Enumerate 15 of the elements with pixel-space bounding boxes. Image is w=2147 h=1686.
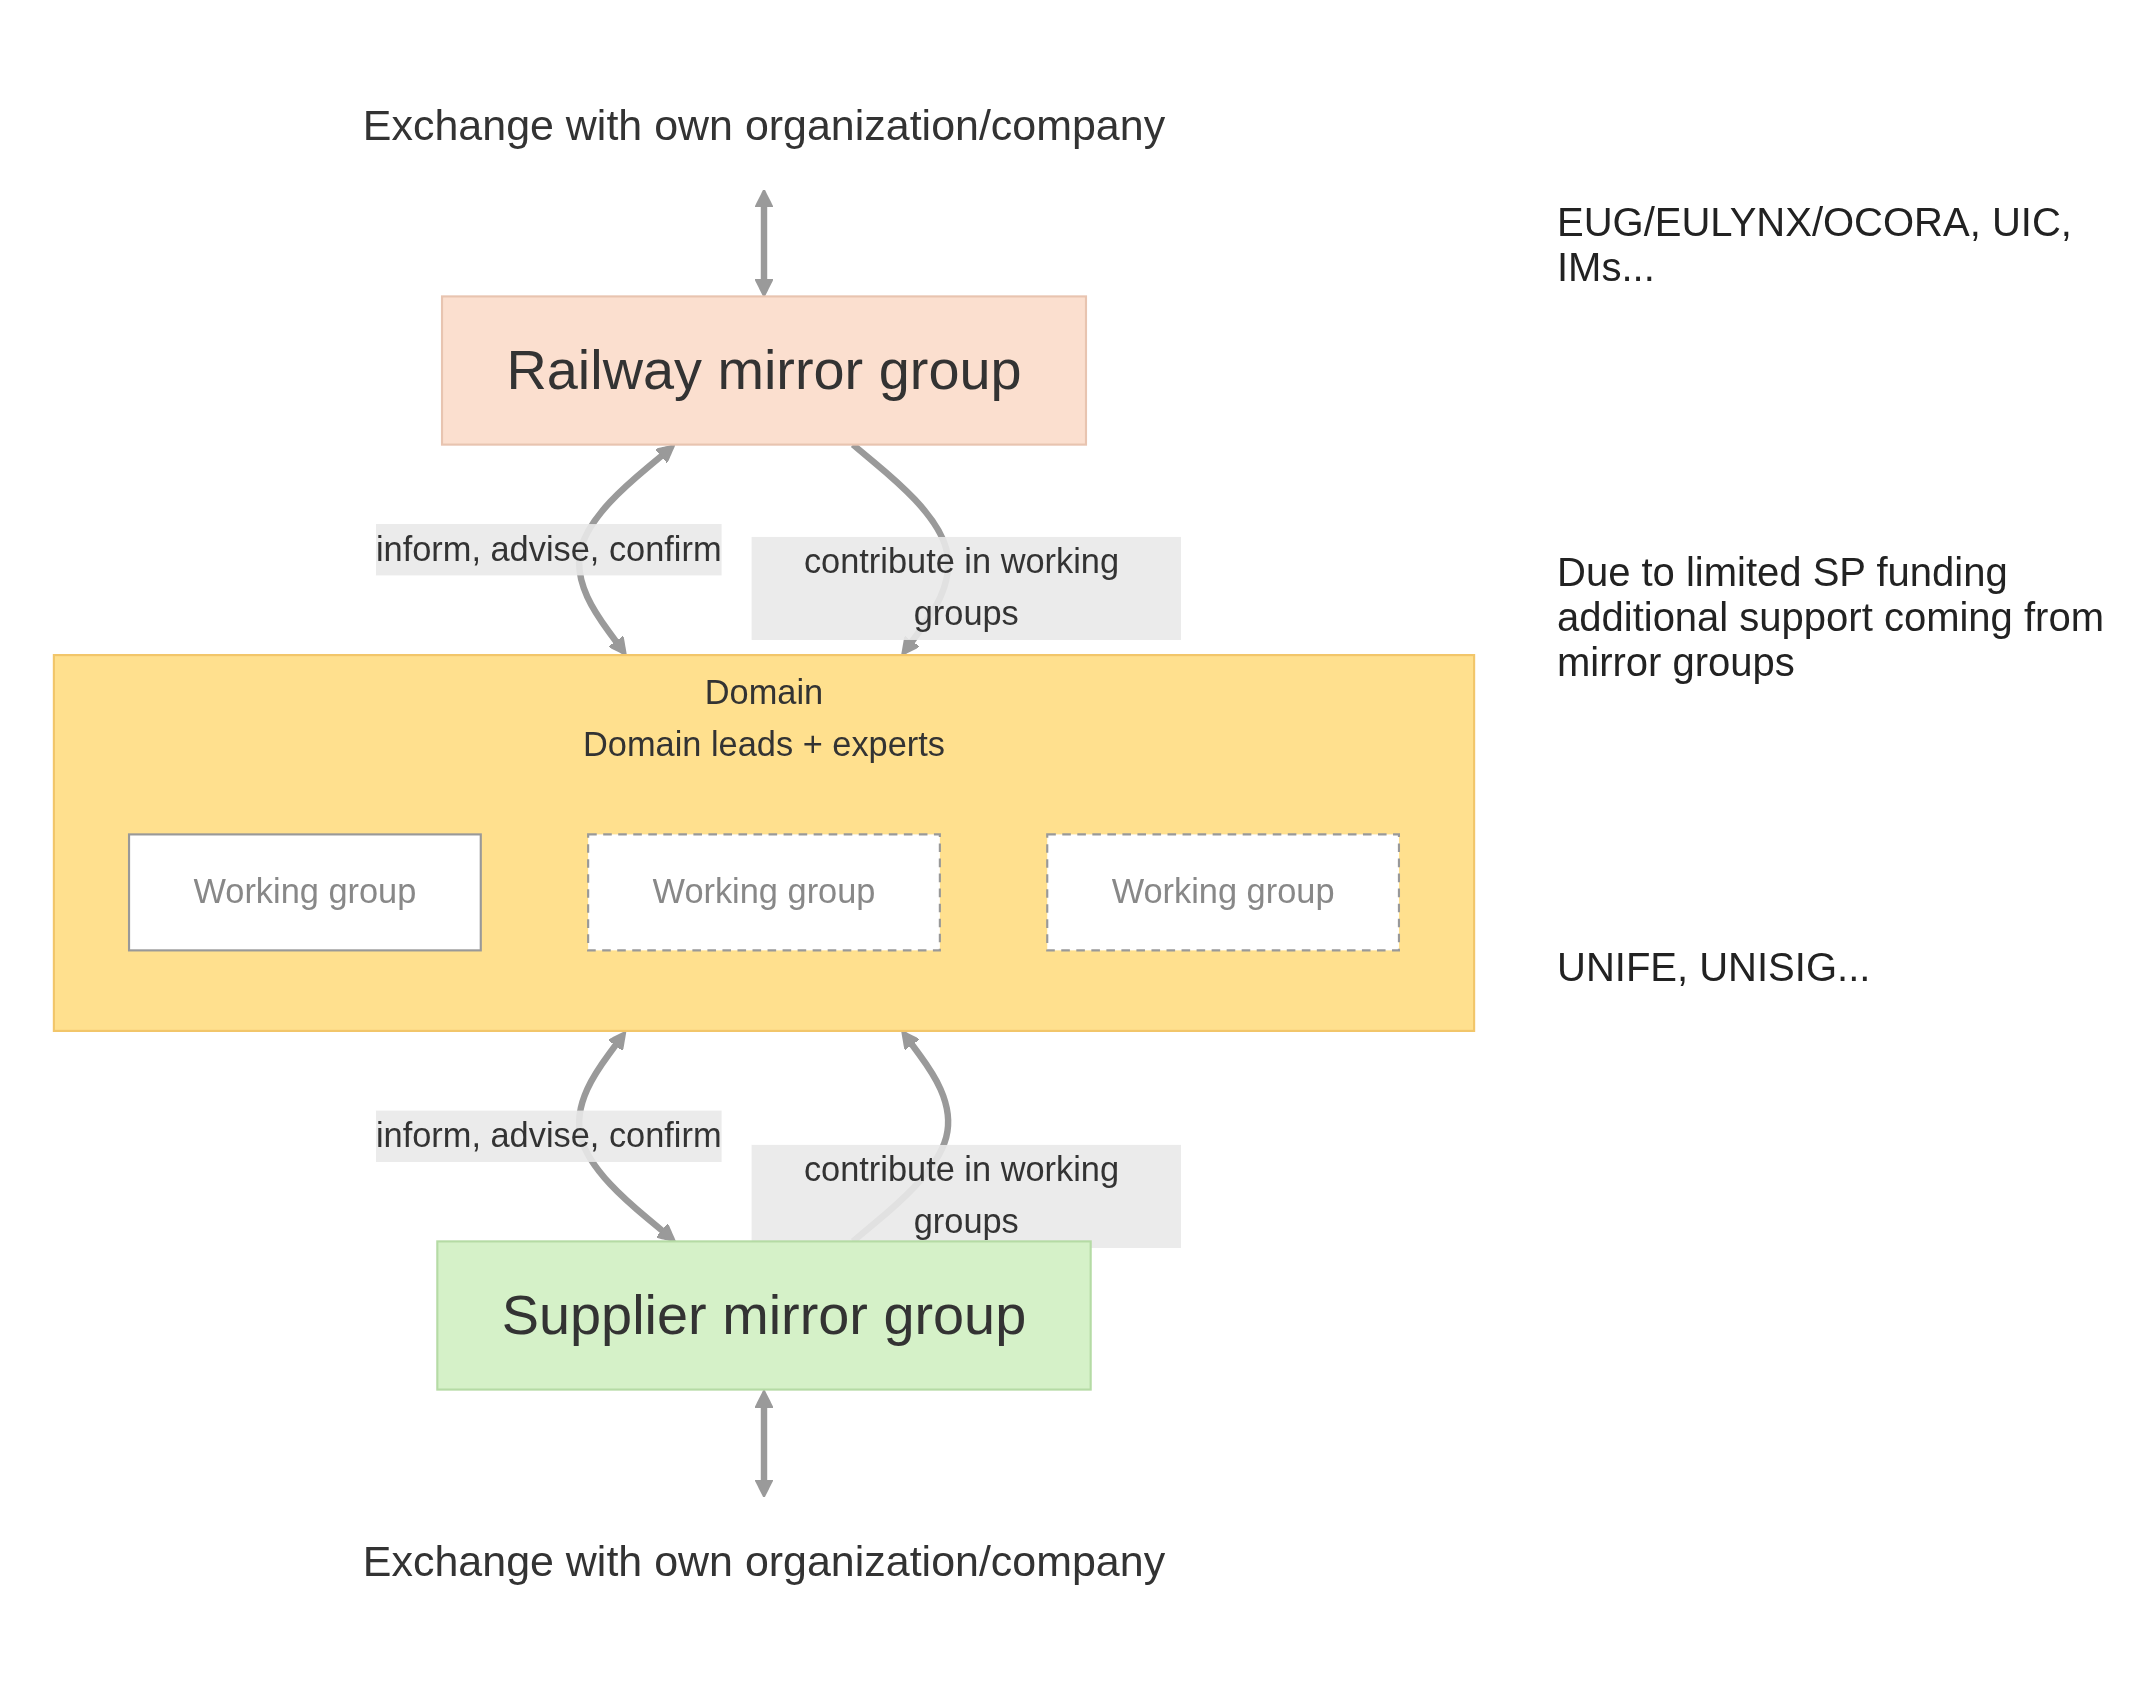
note-text: UNIFE, UNISIG... — [1557, 945, 1872, 990]
note-text: Due to limited SP funding additional support coming from mirror groups — [1557, 550, 2105, 685]
edge-label: inform, advise, confirm — [375, 1116, 722, 1154]
node-box: Working group — [127, 833, 482, 952]
note-text: EUG/EULYNX/OCORA, UIC, IMs... — [1557, 200, 2073, 290]
node-box: Working group — [1045, 833, 1400, 952]
node-text: Exchange with own organization/company — [362, 1537, 1165, 1586]
edge-label: contribute in working groups — [803, 543, 1119, 632]
arrow — [754, 1389, 773, 1498]
node-text: Exchange with own organization/company — [362, 100, 1165, 149]
node-box: Supplier mirror group — [435, 1240, 1092, 1391]
node-box: Railway mirror group — [440, 295, 1087, 446]
node-box: Working group — [586, 833, 941, 952]
edge-label: contribute in working groups — [803, 1151, 1119, 1240]
edge-label: inform, advise, confirm — [375, 530, 722, 568]
